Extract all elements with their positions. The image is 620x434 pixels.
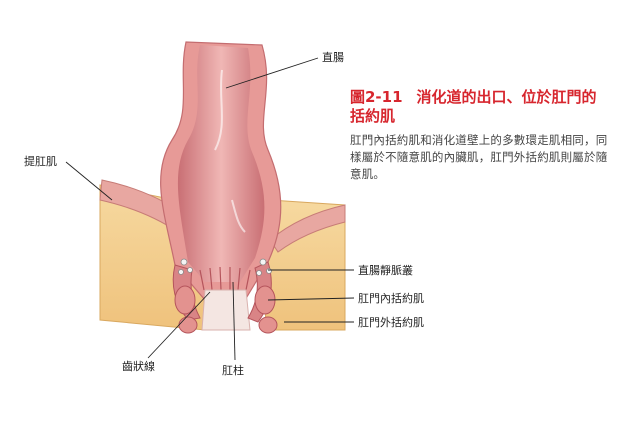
figure-title-text: 消化道的出口、位於肛門的括約肌 (350, 88, 597, 125)
label-internal-sphincter: 肛門內括約肌 (358, 291, 424, 305)
leader-lines (65, 57, 355, 361)
label-dentate-line: 齒狀線 (122, 359, 155, 373)
anal-canal (201, 289, 251, 331)
external-sphincter-rings (174, 285, 278, 334)
lumen-highlight (214, 69, 223, 151)
rectal-lumen (177, 45, 265, 282)
figure-number: 圖2-11 (350, 88, 403, 106)
label-external-sphincter: 肛門外括約肌 (358, 315, 424, 329)
venous-plexus (178, 258, 272, 276)
label-rectum: 直腸 (322, 50, 344, 64)
anal-columns (199, 266, 251, 291)
figure-description: 肛門內括約肌和消化道壁上的多數環走肌相同，同樣屬於不隨意肌的內臟肌，肛門外括約肌… (350, 133, 608, 181)
label-anal-column: 肛柱 (222, 363, 244, 377)
label-levator-ani: 提肛肌 (24, 155, 57, 168)
label-rectal-venous-plexus: 直腸靜脈叢 (358, 263, 413, 277)
